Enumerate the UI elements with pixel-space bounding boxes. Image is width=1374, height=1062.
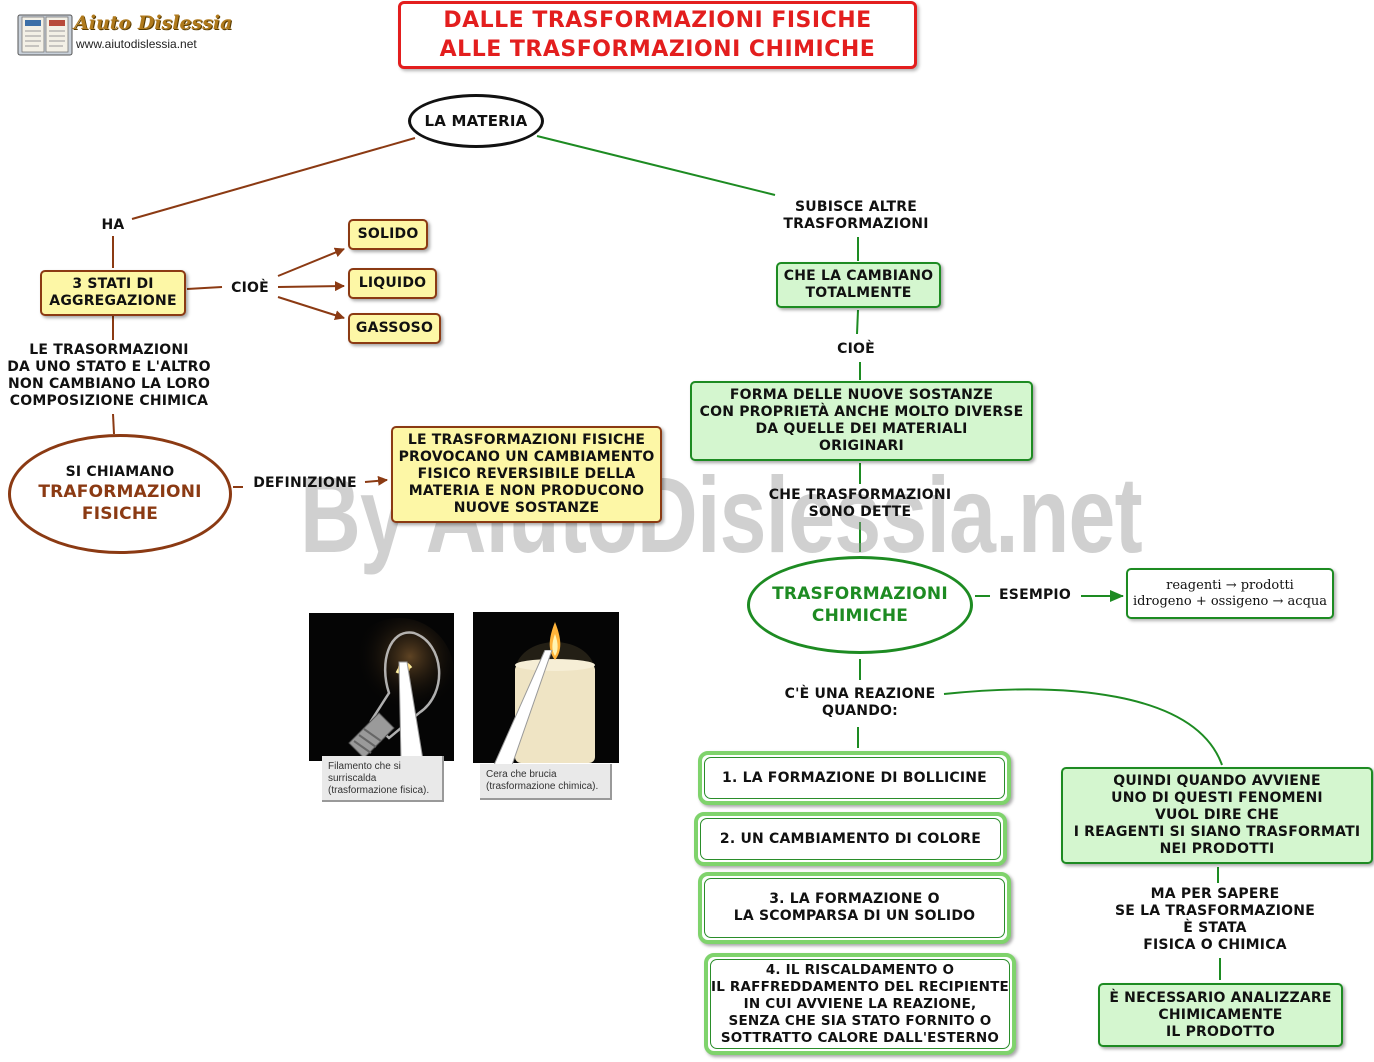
logo-url: www.aiutodislessia.net [76, 37, 197, 51]
candle-caption: Cera che brucia (trasformazione chimica)… [480, 764, 612, 800]
node-item-solido: 3. LA FORMAZIONE O LA SCOMPARSA DI UN SO… [698, 872, 1011, 944]
node-item-riscaldamento: 4. IL RISCALDAMENTO O IL RAFFREDDAMENTO … [704, 953, 1016, 1055]
label-trasormazioni: LE TRASORMAZIONI DA UNO STATO E L'ALTRO … [7, 342, 211, 409]
node-liquido: LIQUIDO [348, 268, 437, 299]
node-nuove-sostanze: FORMA DELLE NUOVE SOSTANZE CON PROPRIETÀ… [690, 381, 1033, 461]
label-ma-per-sapere: MA PER SAPERE SE LA TRASFORMAZIONE È STA… [1115, 886, 1315, 953]
label-sono-dette: CHE TRASFORMAZIONI SONO DETTE [768, 487, 952, 520]
node-esempio-box: reagenti → prodotti idrogeno + ossigeno … [1126, 568, 1334, 619]
page-title: DALLE TRASFORMAZIONI FISICHE ALLE TRASFO… [398, 1, 917, 69]
node-item-bollicine: 1. LA FORMAZIONE DI BOLLICINE [698, 751, 1011, 805]
label-reazione-quando: C'È UNA REAZIONE QUANDO: [784, 686, 936, 719]
candle-image [473, 612, 619, 763]
candle-pointer [493, 650, 553, 766]
node-solido: SOLIDO [348, 219, 428, 250]
node-trasformazioni-fisiche: SI CHIAMANO TRAFORMAZIONI FISICHE [8, 434, 232, 554]
logo-name: Aiuto Dislessia [74, 12, 233, 34]
bulb-caption: Filamento che si surriscalda (trasformaz… [322, 756, 444, 802]
label-cioe-left: CIOÈ [231, 280, 269, 296]
page-title-text: DALLE TRASFORMAZIONI FISICHE ALLE TRASFO… [439, 8, 876, 62]
node-definizione-box: LE TRASFORMAZIONI FISICHE PROVOCANO UN C… [391, 426, 662, 523]
label-esempio: ESEMPIO [999, 587, 1071, 603]
label-ha: HA [101, 217, 125, 233]
example-line-2: idrogeno + ossigeno → acqua [1132, 593, 1328, 609]
node-3-stati: 3 STATI DI AGGREGAZIONE [40, 270, 186, 316]
node-trasformazioni-chimiche: TRASFORMAZIONI CHIMICHE [747, 556, 973, 654]
bulb-image [309, 613, 454, 761]
logo[interactable]: Aiuto Dislessia www.aiutodislessia.net [14, 8, 232, 58]
node-cambiano-totalmente: CHE LA CAMBIANO TOTALMENTE [776, 262, 941, 308]
node-gassoso: GASSOSO [348, 313, 441, 344]
node-quindi: QUINDI QUANDO AVVIENE UNO DI QUESTI FENO… [1061, 767, 1373, 864]
node-analizzare: È NECESSARIO ANALIZZARE CHIMICAMENTE IL … [1098, 983, 1343, 1047]
label-cioe-right: CIOÈ [837, 341, 875, 357]
node-la-materia: LA MATERIA [408, 94, 544, 148]
label-subisce: SUBISCE ALTRE TRASFORMAZIONI [783, 199, 929, 232]
book-icon [17, 11, 73, 57]
bulb-pointer [398, 661, 424, 761]
label-definizione: DEFINIZIONE [253, 475, 357, 491]
example-line-1: reagenti → prodotti [1166, 577, 1294, 593]
node-item-colore: 2. UN CAMBIAMENTO DI COLORE [694, 812, 1007, 866]
